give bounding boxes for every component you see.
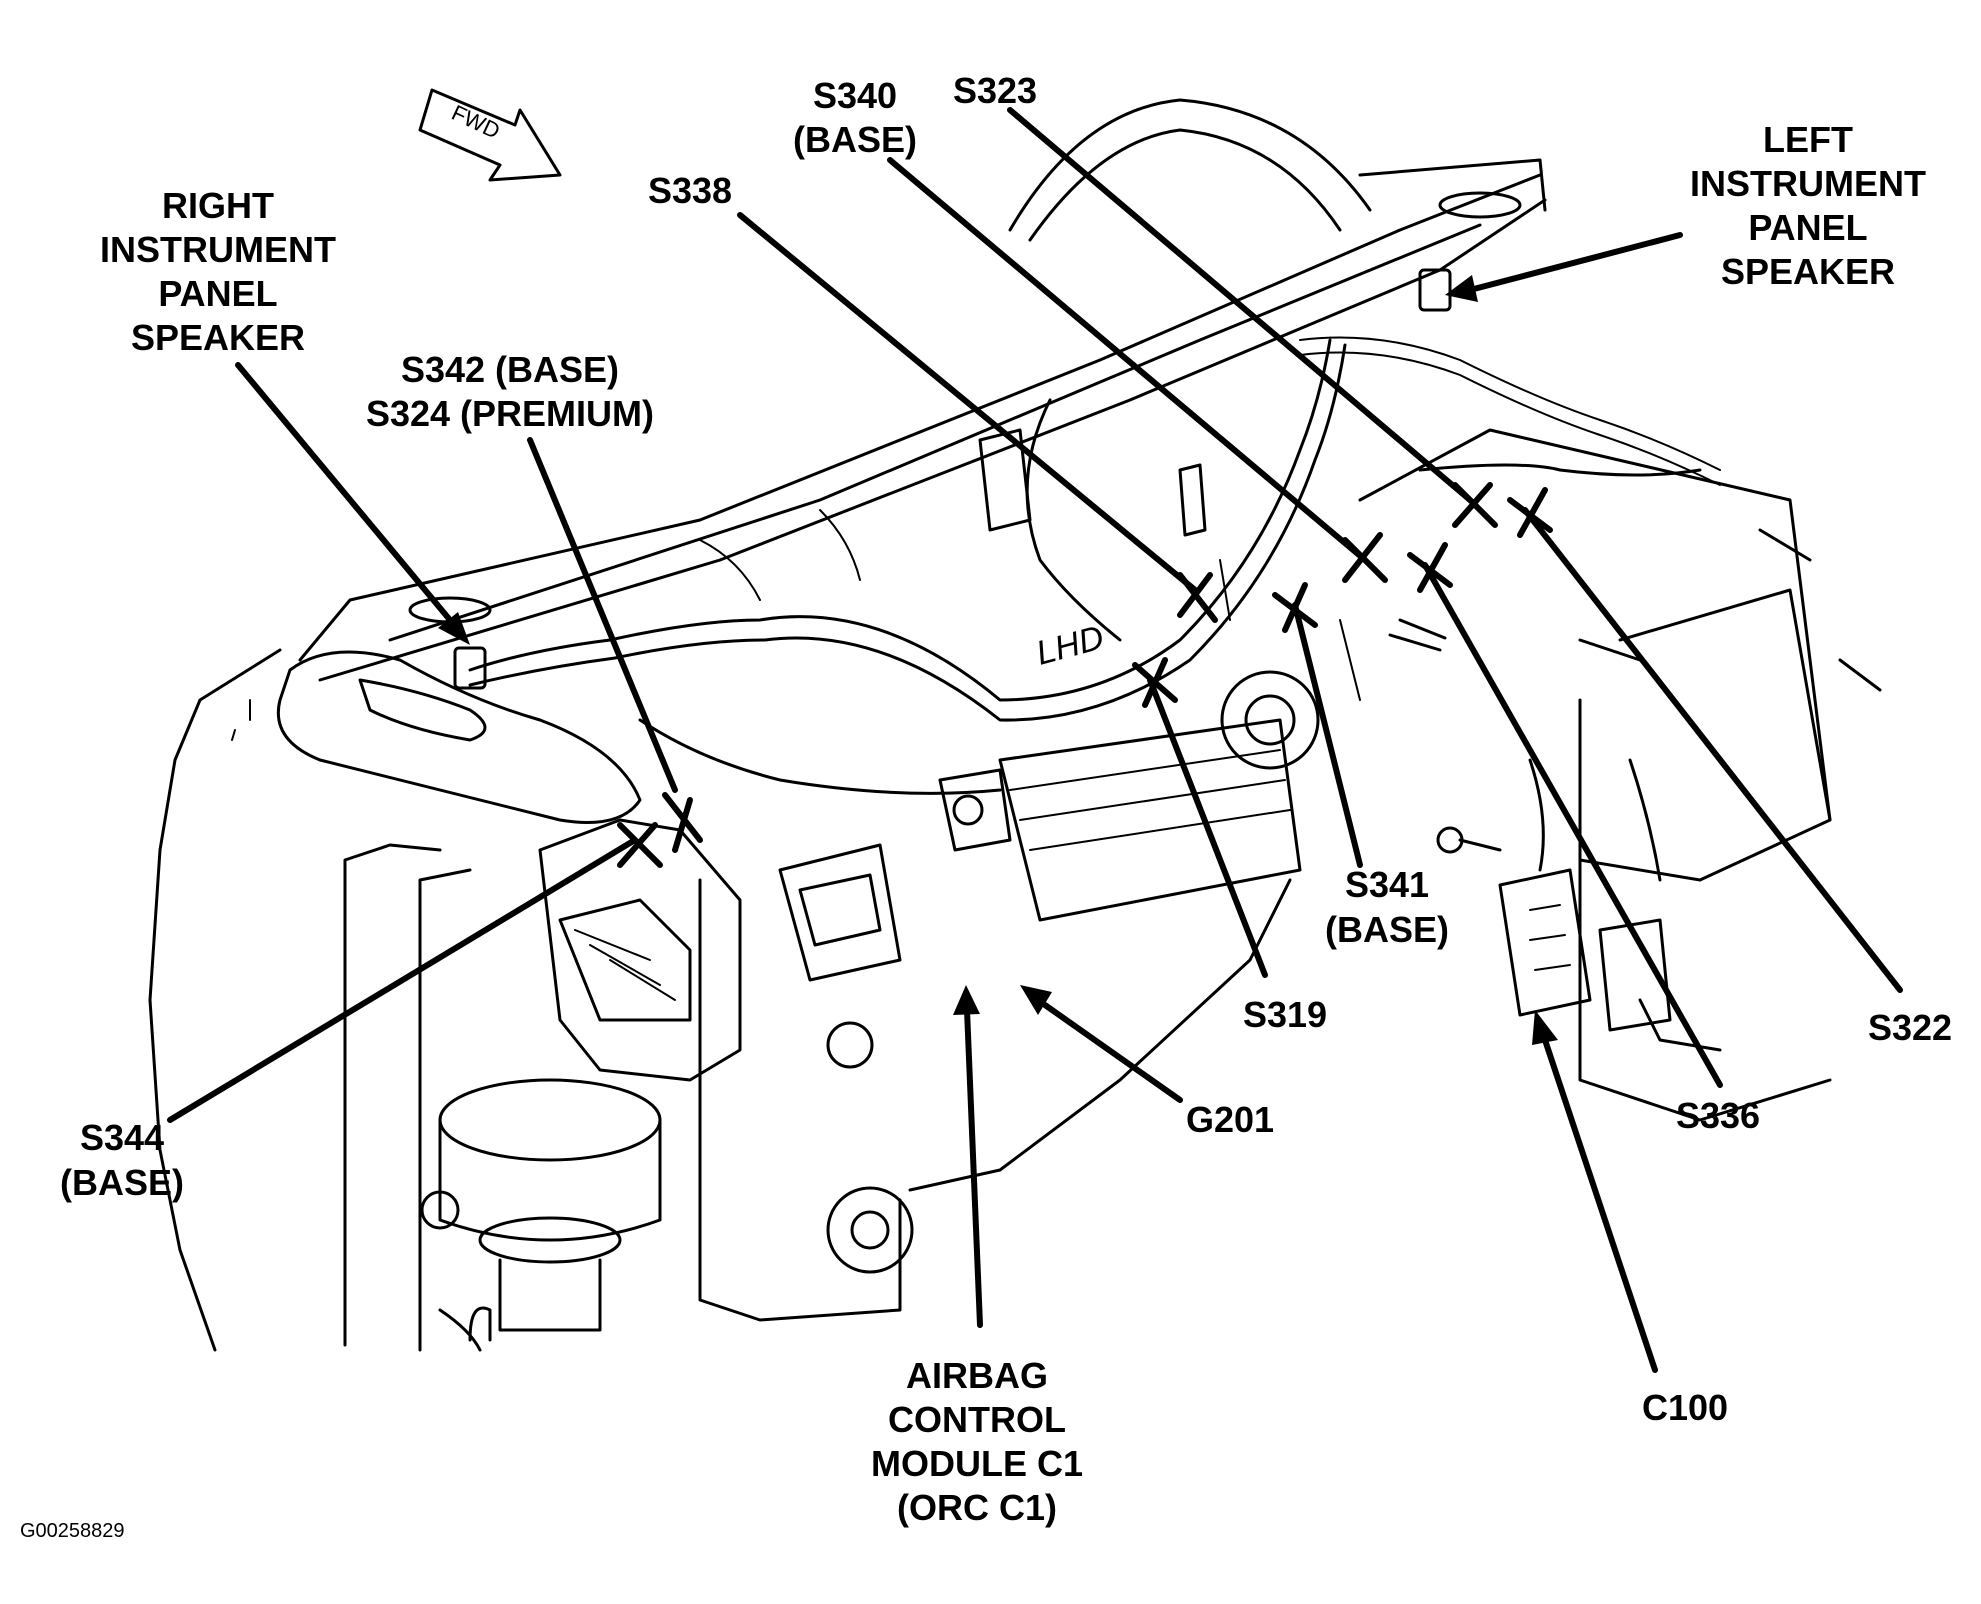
svg-text:S341: S341 bbox=[1345, 864, 1429, 905]
forward-arrow-label: FWD bbox=[448, 100, 504, 144]
svg-text:S344: S344 bbox=[80, 1117, 164, 1158]
callout-s340: S340 (BASE) bbox=[793, 75, 917, 160]
svg-text:SPEAKER: SPEAKER bbox=[1721, 251, 1895, 292]
svg-text:S324 (PREMIUM): S324 (PREMIUM) bbox=[366, 393, 654, 434]
svg-text:PANEL: PANEL bbox=[1748, 207, 1867, 248]
svg-text:INSTRUMENT: INSTRUMENT bbox=[1690, 163, 1926, 204]
svg-text:PANEL: PANEL bbox=[158, 273, 277, 314]
callout-airbag-module: AIRBAG CONTROL MODULE C1 (ORC C1) bbox=[871, 1355, 1083, 1528]
svg-text:(BASE): (BASE) bbox=[60, 1162, 184, 1203]
instrument-panel-drawing bbox=[148, 98, 1882, 1352]
lhd-marking: LHD bbox=[1032, 618, 1108, 672]
svg-text:(BASE): (BASE) bbox=[793, 119, 917, 160]
callout-g201: G201 bbox=[1186, 1099, 1274, 1140]
svg-text:(ORC C1): (ORC C1) bbox=[897, 1487, 1057, 1528]
callout-right-speaker: RIGHT INSTRUMENT PANEL SPEAKER bbox=[100, 185, 336, 358]
svg-text:S340: S340 bbox=[813, 75, 897, 116]
forward-arrow-icon bbox=[418, 88, 562, 182]
svg-text:RIGHT: RIGHT bbox=[162, 185, 274, 226]
svg-text:S342 (BASE): S342 (BASE) bbox=[401, 349, 619, 390]
callout-s319: S319 bbox=[1243, 994, 1327, 1035]
leader-lines bbox=[167, 107, 1903, 1373]
svg-text:CONTROL: CONTROL bbox=[888, 1399, 1066, 1440]
callout-s338: S338 bbox=[648, 170, 732, 211]
callout-s342-s324: S342 (BASE) S324 (PREMIUM) bbox=[366, 349, 654, 434]
callout-s341: S341 (BASE) bbox=[1325, 864, 1449, 950]
svg-text:SPEAKER: SPEAKER bbox=[131, 317, 305, 358]
callout-s344: S344 (BASE) bbox=[60, 1117, 184, 1203]
svg-text:LEFT: LEFT bbox=[1763, 119, 1853, 160]
svg-text:(BASE): (BASE) bbox=[1325, 909, 1449, 950]
svg-text:AIRBAG: AIRBAG bbox=[906, 1355, 1048, 1396]
callout-left-speaker: LEFT INSTRUMENT PANEL SPEAKER bbox=[1690, 119, 1926, 292]
svg-text:INSTRUMENT: INSTRUMENT bbox=[100, 229, 336, 270]
callout-s323: S323 bbox=[953, 70, 1037, 111]
svg-text:MODULE C1: MODULE C1 bbox=[871, 1443, 1083, 1484]
callout-s322: S322 bbox=[1868, 1007, 1952, 1048]
figure-id: G00258829 bbox=[20, 1520, 125, 1542]
callout-s336: S336 bbox=[1676, 1095, 1760, 1136]
callout-c100: C100 bbox=[1642, 1387, 1728, 1428]
